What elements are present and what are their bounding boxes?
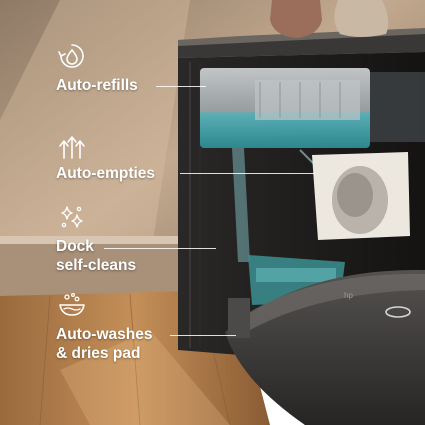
feature-label: Auto-refills [56,77,138,94]
dirty-tank [370,72,425,142]
feature-label: Auto-empties [56,165,156,182]
feature-label-line: & dries pad [56,345,141,362]
robot-power-ring [385,306,411,318]
leader-line-auto-empties [180,173,315,174]
robot-top-highlight [240,273,425,330]
upward-arrows-icon [59,136,85,159]
feature-label-line: Auto-washes [56,326,153,343]
water-tube [232,148,250,262]
tank-filter [255,80,360,120]
dust-bag-contents-shadow [337,173,373,217]
water-drop-refill-icon [58,44,84,68]
sparkle-icon [61,206,83,228]
pad-holder [228,298,250,338]
feature-label-line: self-cleans [56,257,137,274]
baseboard-top [0,236,200,244]
light-shaft [0,0,190,300]
robot-logo: hp [344,291,353,300]
copper-vase [270,0,322,38]
leader-line-auto-washes [170,335,236,336]
floor-light [60,330,230,425]
tray-water [256,268,336,282]
floor-plank-seam [39,295,51,425]
ceramic-vase [334,0,389,37]
leader-line-dock-self-cleans [104,248,216,249]
floor-plank-seam [129,293,141,425]
leader-line-auto-refills [156,86,206,87]
washing-pad-icon [59,292,85,316]
feature-label: Auto-washes & dries pad [56,325,152,363]
feature-label-line: Dock [56,238,94,255]
baseboard [0,244,200,296]
feature-label: Dock self-cleans [56,237,136,275]
